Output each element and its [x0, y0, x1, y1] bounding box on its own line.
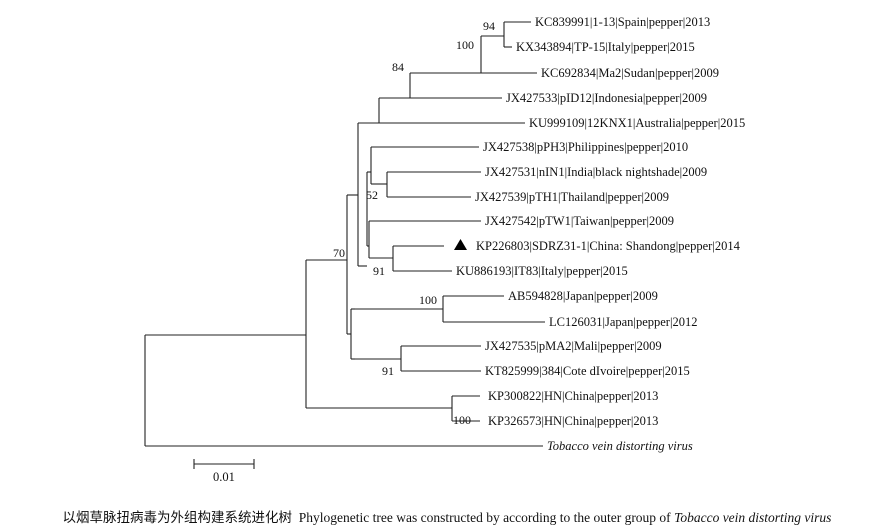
taxon-label: KP326573|HN|China|pepper|2013: [488, 414, 658, 428]
bootstrap-value: 91: [382, 364, 394, 378]
taxon-label: KX343894|TP-15|Italy|pepper|2015: [516, 40, 695, 54]
taxon-label: KT825999|384|Cote dIvoire|pepper|2015: [485, 364, 690, 378]
bootstrap-value: 94: [483, 19, 495, 33]
taxon-label: JX427535|pMA2|Mali|pepper|2009: [485, 339, 662, 353]
taxon-label: JX427533|pID12|Indonesia|pepper|2009: [506, 91, 707, 105]
outgroup-label: Tobacco vein distorting virus: [547, 439, 693, 453]
bootstrap-value: 70: [333, 246, 345, 260]
taxon-label: KC839991|1-13|Spain|pepper|2013: [535, 15, 710, 29]
taxon-label: JX427539|pTH1|Thailand|pepper|2009: [475, 190, 669, 204]
black-triangle-icon: [454, 239, 467, 250]
taxon-label: JX427538|pPH3|Philippines|pepper|2010: [483, 140, 688, 154]
taxon-label: KC692834|Ma2|Sudan|pepper|2009: [541, 66, 719, 80]
bootstrap-value: 84: [392, 60, 404, 74]
caption-chinese: 以烟草脉扭病毒为外组构建系统进化树: [62, 510, 293, 525]
taxon-label: KP226803|SDRZ31-1|China: Shandong|pepper…: [476, 239, 741, 253]
taxon-label: KU999109|12KNX1|Australia|pepper|2015: [529, 116, 745, 130]
figure-caption: 以烟草脉扭病毒为外组构建系统进化树 Phylogenetic tree was …: [0, 506, 894, 526]
caption-italic: Tobacco vein distorting virus: [674, 510, 832, 525]
taxon-label: LC126031|Japan|pepper|2012: [549, 315, 697, 329]
taxon-label: JX427531|nIN1|India|black nightshade|200…: [485, 165, 707, 179]
bootstrap-value: 100: [456, 38, 474, 52]
bootstrap-value: 100: [419, 293, 437, 307]
taxon-label: JX427542|pTW1|Taiwan|pepper|2009: [485, 214, 674, 228]
bootstrap-value: 91: [373, 264, 385, 278]
taxon-label: AB594828|Japan|pepper|2009: [508, 289, 658, 303]
bootstrap-value: 100: [453, 413, 471, 427]
bootstrap-value: 52: [366, 188, 378, 202]
scale-bar-label: 0.01: [213, 470, 235, 484]
taxon-label: KP300822|HN|China|pepper|2013: [488, 389, 658, 403]
taxon-label: KU886193|IT83|Italy|pepper|2015: [456, 264, 628, 278]
caption-english: Phylogenetic tree was constructed by acc…: [298, 510, 671, 525]
